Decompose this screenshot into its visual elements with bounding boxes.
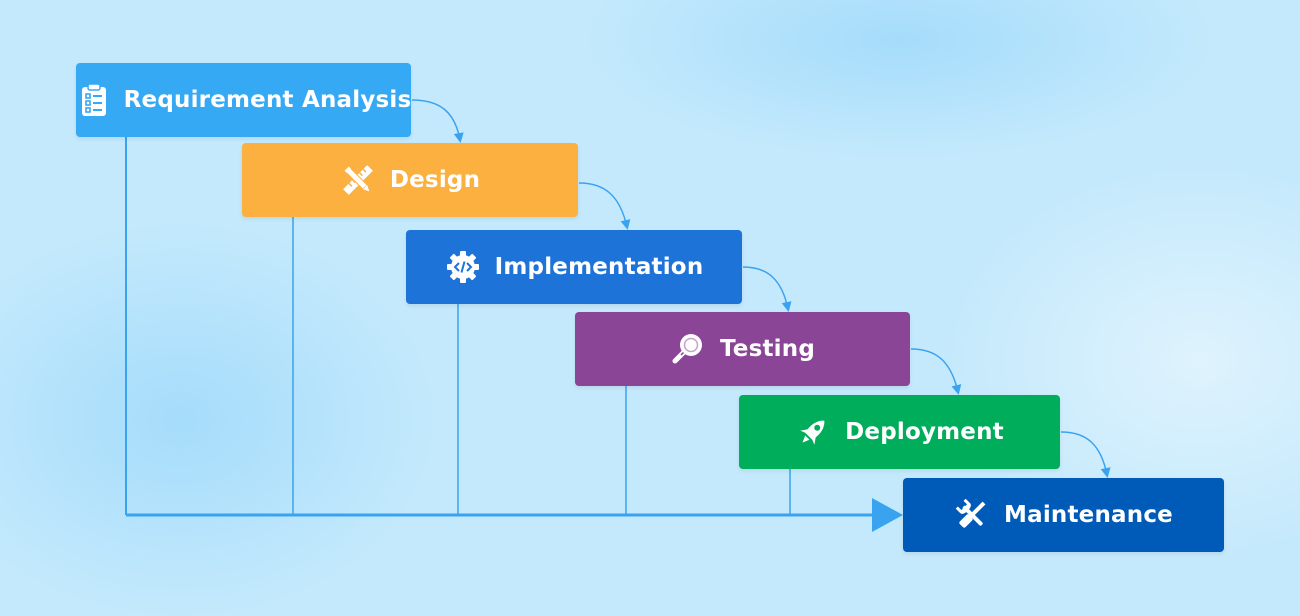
step-label: Implementation [494,254,704,280]
baseline-arrowhead [872,498,903,532]
wrench-screwdriver-icon [954,497,990,533]
step-implementation: Implementation [406,230,742,304]
pencil-ruler-icon [340,162,376,198]
magnifier-icon [670,331,706,367]
connector-arrow-4 [910,348,962,395]
connector-arrow-1 [411,99,464,143]
step-requirement-analysis: Requirement Analysis [76,63,411,137]
connector-arrow-2 [578,182,631,230]
step-label: Testing [719,336,816,362]
code-gear-icon [445,249,481,285]
step-label: Design [389,167,481,193]
step-deployment: Deployment [739,395,1060,469]
step-maintenance: Maintenance [903,478,1224,552]
connector-arrow-5 [1060,431,1111,478]
step-label: Maintenance [1004,502,1173,528]
step-testing: Testing [575,312,910,386]
connector-arrow-3 [742,266,792,312]
step-design: Design [242,143,578,217]
step-label: Deployment [845,419,1004,445]
rocket-icon [795,414,831,450]
clipboard-checklist-icon [76,82,112,118]
step-label: Requirement Analysis [123,87,412,113]
